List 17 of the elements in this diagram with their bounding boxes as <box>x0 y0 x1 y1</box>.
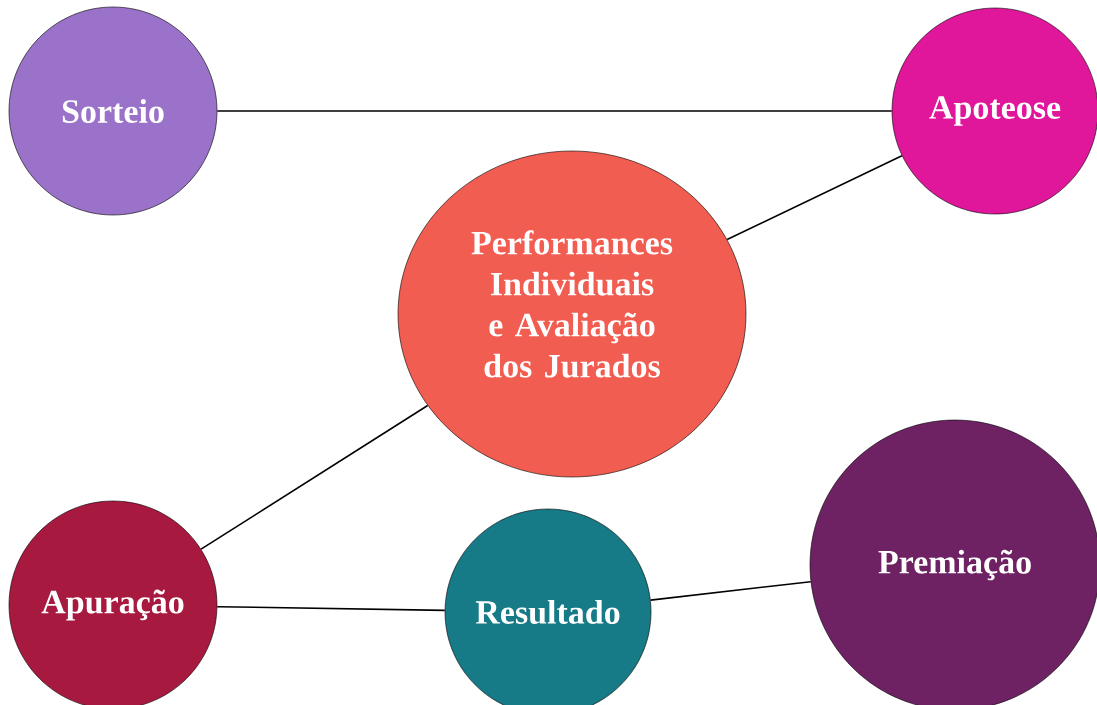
node-label: Resultado <box>475 600 620 624</box>
node-label: Sorteio <box>62 99 164 123</box>
circle-node <box>8 6 218 216</box>
circle-node <box>891 7 1097 215</box>
circle-node <box>809 419 1097 705</box>
node-label: Premiação <box>878 549 1031 581</box>
circle-node <box>8 500 218 705</box>
node-label: Apoteose <box>929 96 1061 126</box>
circle-node <box>397 150 747 478</box>
connector-line <box>216 110 893 112</box>
connector-line <box>726 154 903 241</box>
connector-line <box>200 404 429 550</box>
node-label: Performances Individuais e Avaliação dos Jurados <box>471 230 673 378</box>
connector-line <box>649 580 812 601</box>
connector-line <box>216 605 446 612</box>
node-label: Apuração <box>41 589 184 621</box>
circle-node <box>444 508 652 705</box>
